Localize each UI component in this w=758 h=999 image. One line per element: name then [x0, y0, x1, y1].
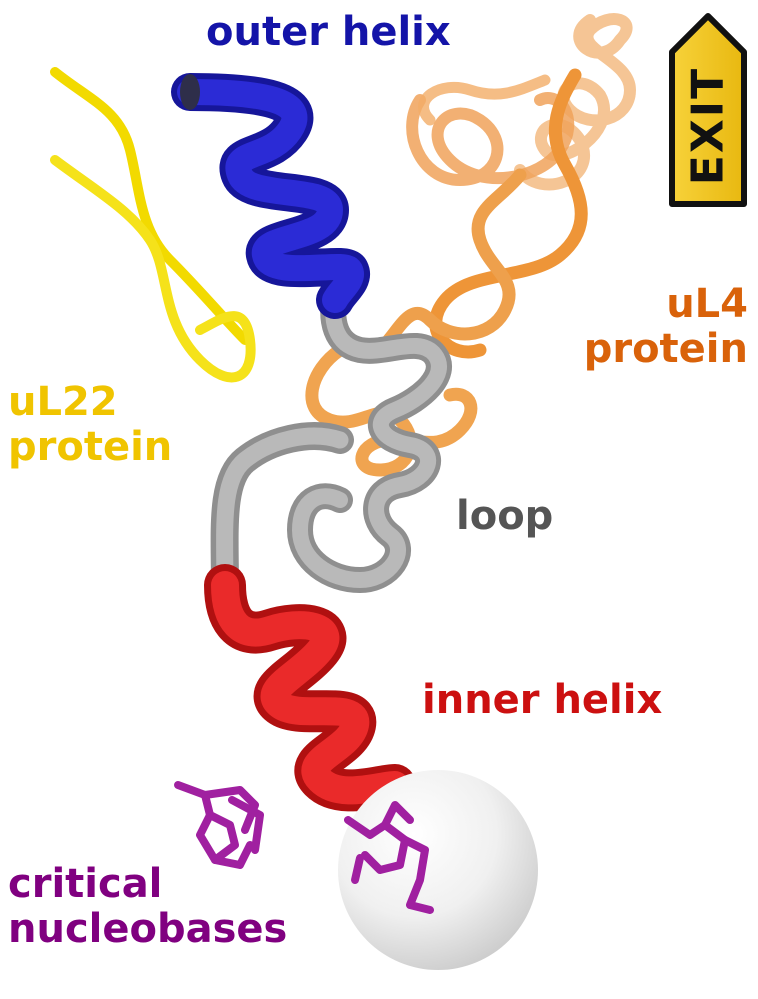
exit-sign-label: EXIT [682, 66, 734, 186]
inner-helix [204, 564, 416, 812]
uL22-protein-label: uL22 protein [8, 379, 173, 470]
exit-sign-icon [669, 13, 747, 207]
outer-helix-label: outer helix [206, 9, 451, 55]
uL4-protein [305, 13, 636, 477]
inner-helix-label: inner helix [422, 677, 663, 723]
critical-nucleobases-label: critical nucleobases [8, 861, 288, 952]
loop [210, 282, 452, 604]
outer-helix [171, 73, 370, 319]
loop-label: loop [456, 493, 554, 539]
critical-nucleobases [174, 781, 434, 914]
sphere [338, 770, 538, 970]
uL22-protein [50, 67, 256, 383]
uL4-protein-label: uL4 protein [583, 281, 748, 372]
